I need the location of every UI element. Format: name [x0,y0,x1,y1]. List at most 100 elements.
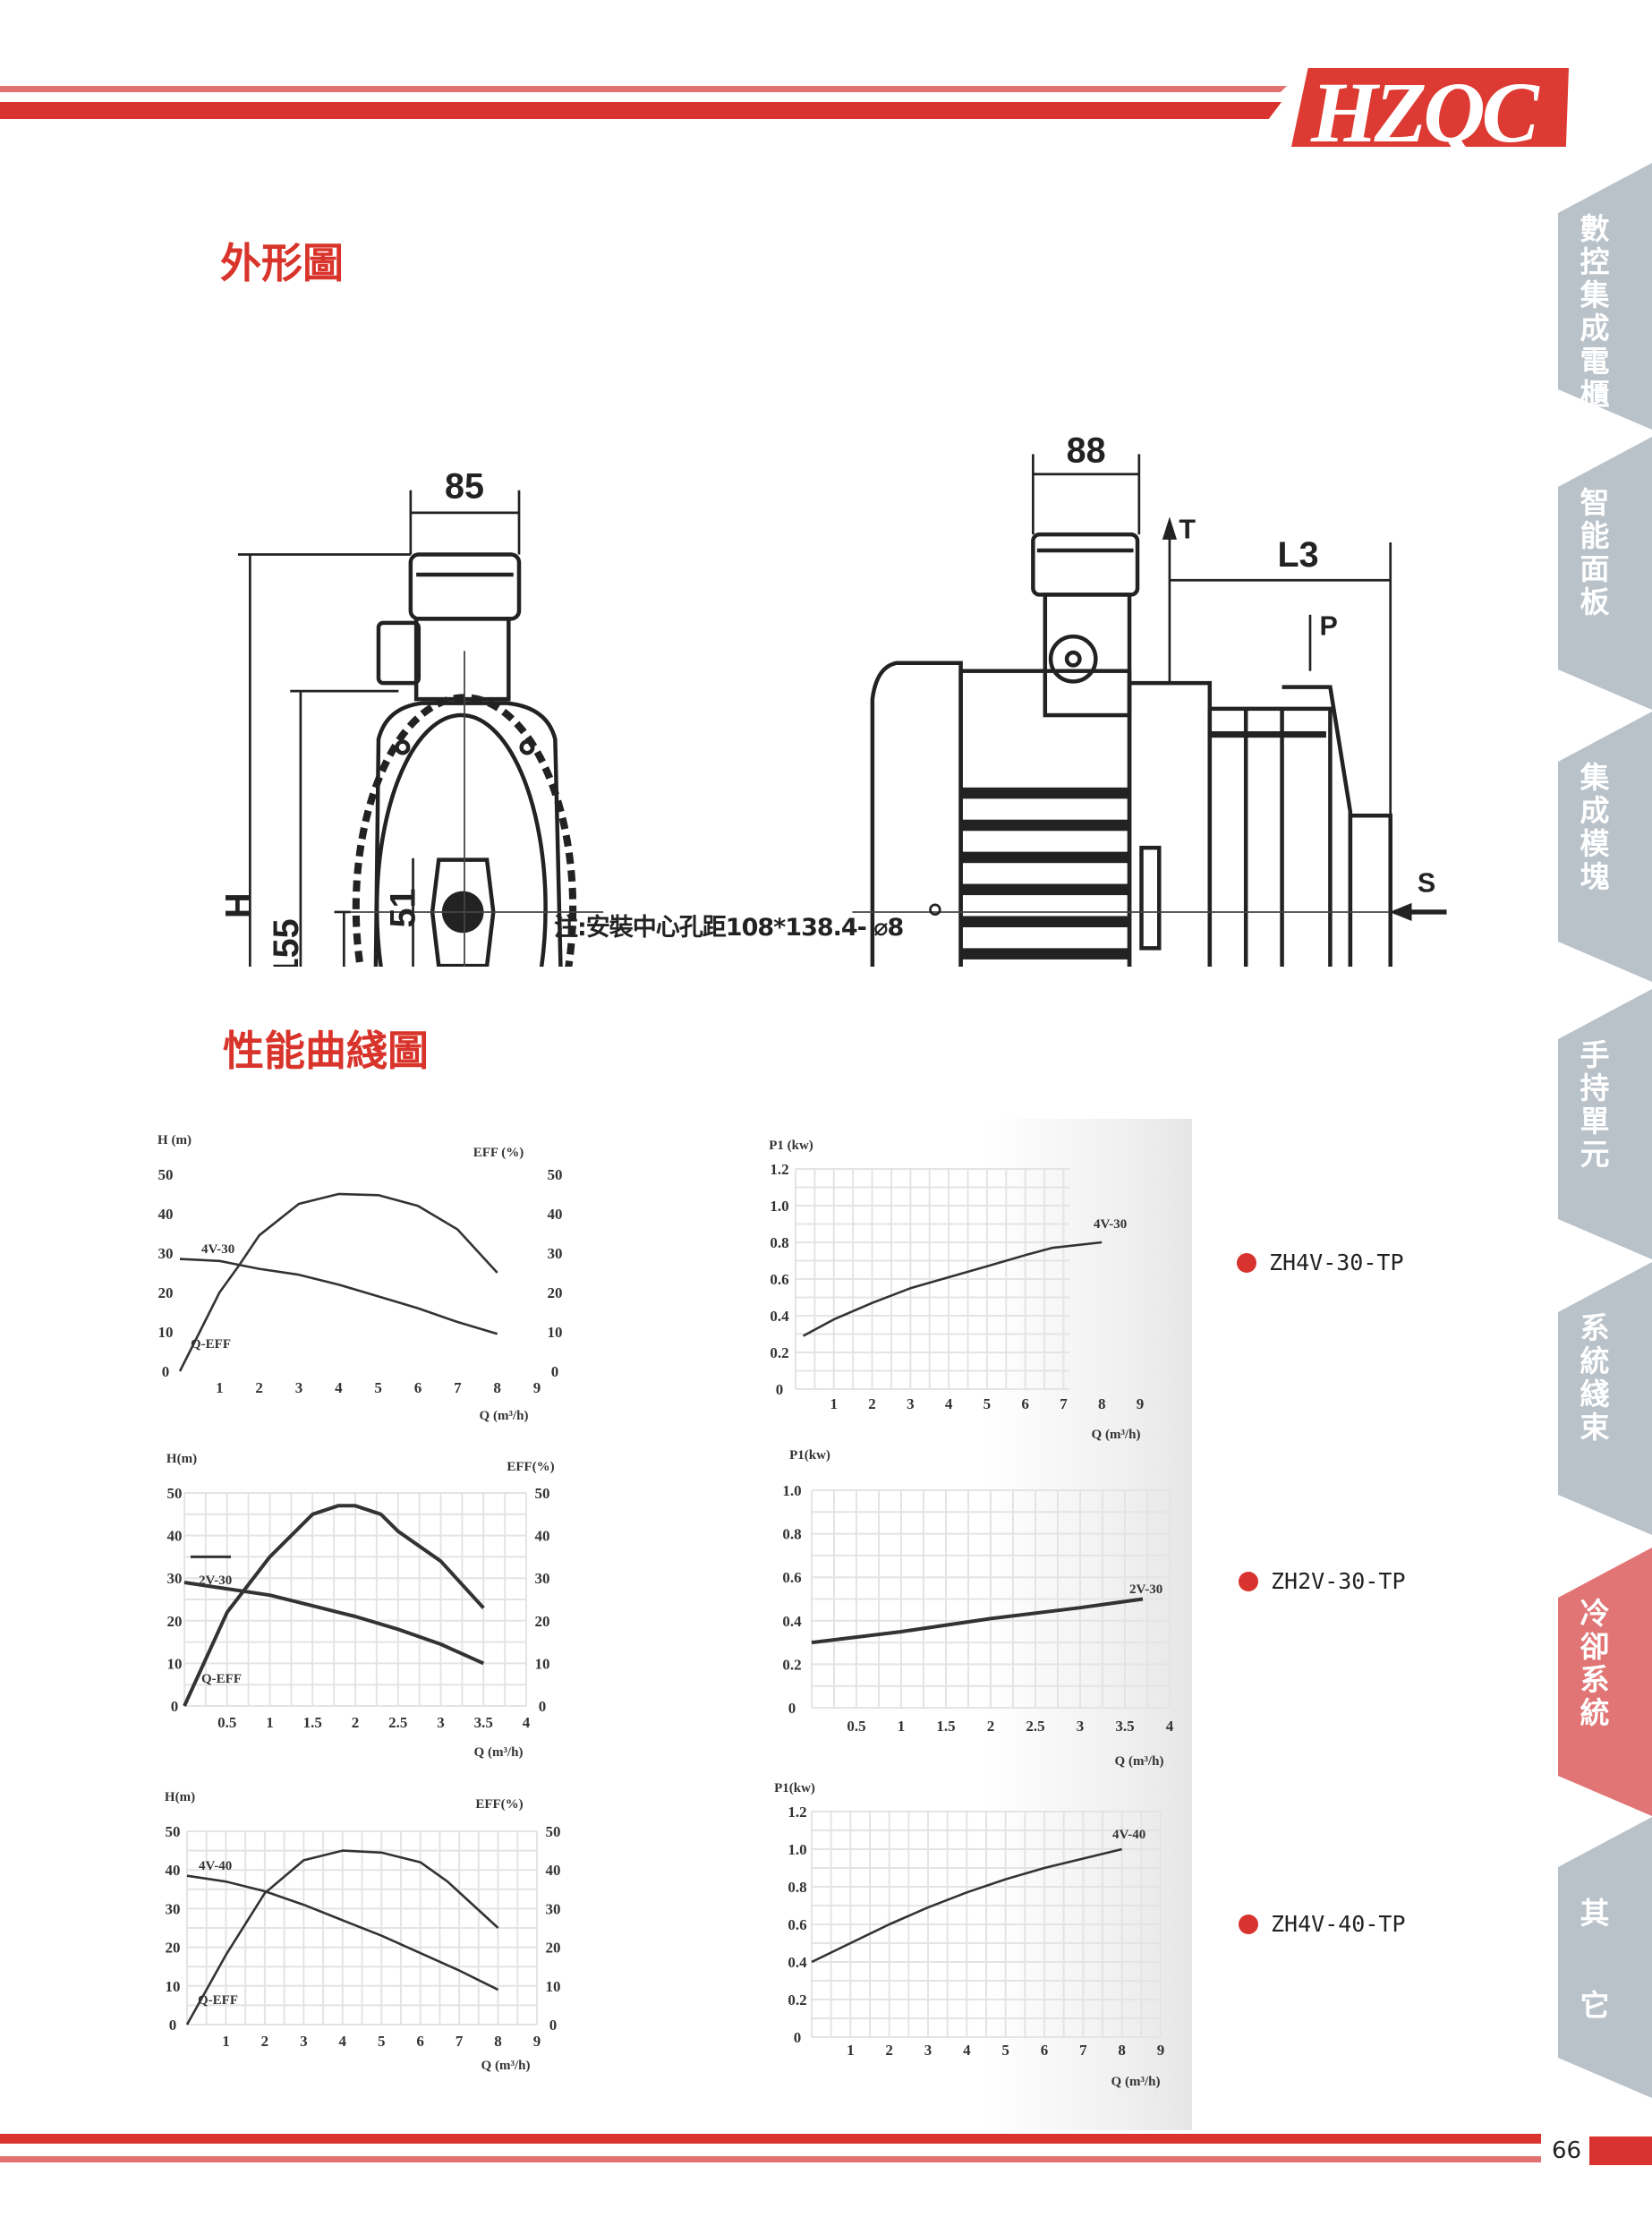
x-tick-label: 3.5 [474,1714,493,1731]
dim-85: 85 [445,467,484,507]
x-tick-label: 4 [335,1379,343,1396]
y2-tick-label: 10 [546,1978,561,1995]
x-tick-label: 1.5 [303,1714,322,1731]
x-tick-label: 8 [1118,2042,1126,2059]
shaft-center-mark [929,903,941,917]
y-tick-label: 0 [794,2029,802,2046]
x-tick-label: 1 [830,1395,839,1412]
x-axis-title: Q (m³/h) [480,1409,529,1423]
front-center-lines [334,651,604,967]
x-tick-label: 4 [963,2042,971,2059]
red-dot-icon [1239,1571,1258,1591]
y-tick-label: 50 [158,1166,174,1183]
x-tick-label: 9 [533,1379,541,1396]
y2-tick-label: 50 [535,1485,550,1502]
y2-tick-label: 0 [539,1698,547,1715]
y-tick-label: 0.6 [788,1916,806,1933]
x-axis-title: Q (m³/h) [481,2059,531,2073]
side-dimension-lines [1032,454,1447,967]
side-tab-smart-panel[interactable]: 智能面板 [1558,437,1652,710]
series-label: 4V-40 [1112,1828,1145,1842]
x-tick-label: 4 [1166,1718,1174,1735]
x-tick-label: 6 [1041,2042,1049,2059]
x-tick-label: 2.5 [388,1714,407,1731]
x-axis-title: Q (m³/h) [1111,2075,1161,2089]
y-axis-title: P1(kw) [774,1781,815,1795]
x-tick-label: 4 [339,2033,347,2050]
series-label: 4V-40 [199,1859,232,1873]
x-tick-label: 7 [456,2033,464,2050]
x-tick-label: 5 [1001,2042,1009,2059]
x-tick-label: 0.5 [217,1714,236,1731]
x-tick-label: 4 [945,1395,953,1412]
y-tick-label: 0 [162,1363,170,1380]
y2-tick-label: 30 [546,1900,561,1917]
dim-155: 155 [267,918,306,967]
y2-axis-title: EFF(%) [475,1797,523,1812]
x-axis-title: Q (m³/h) [474,1745,524,1760]
x-tick-label: 3 [1077,1718,1085,1735]
dim-88: 88 [1067,431,1106,470]
series-line-eff [178,1192,498,1372]
x-tick-label: 8 [493,1379,501,1396]
y2-tick-label: 40 [548,1206,563,1223]
y-tick-label: 1.2 [770,1161,788,1178]
x-tick-label: 3 [907,1395,915,1412]
side-tab-label: 其它 [1575,1898,1610,2082]
y-tick-label: 30 [167,1570,183,1587]
series-line-p1 [811,1597,1144,1645]
series-line-p1 [802,1241,1103,1337]
side-tab-handheld-unit[interactable]: 手持單元 [1558,989,1652,1259]
side-tab-label: 冷卻系統 [1575,1598,1610,1730]
pump-outline-drawing: 85 H 155 90 51 108 135 145 [218,431,1447,967]
y-tick-label: 0.2 [770,1344,788,1361]
x-tick-label: 1 [266,1714,274,1731]
x-tick-label: 7 [1060,1395,1068,1412]
x-tick-label: 2 [261,2033,269,2050]
series-label: 2V-30 [199,1574,232,1588]
header-thick-line [0,102,1282,119]
x-tick-label: 3 [300,2033,308,2050]
side-tab-integrated-module[interactable]: 集成模塊 [1558,712,1652,982]
y2-tick-label: 0 [549,2017,558,2034]
legend-label: ZH4V-30-TP [1269,1249,1404,1275]
side-tab-cnc-cabinet[interactable]: 數控集成電櫃 [1558,163,1652,430]
x-tick-label: 1 [898,1718,906,1735]
y-tick-label: 1.0 [788,1841,806,1858]
y2-tick-label: 40 [546,1862,561,1879]
y-tick-label: 20 [166,1940,181,1957]
y-tick-label: 40 [166,1862,181,1879]
y2-tick-label: 50 [546,1823,561,1840]
page-number: 66 [1552,2137,1582,2164]
side-tab-label: 數控集成電櫃 [1575,213,1610,412]
side-view-fins [960,730,1326,959]
x-tick-label: 2 [352,1714,360,1731]
x-tick-label: 8 [1098,1395,1106,1412]
x-tick-label: 2.5 [1026,1718,1044,1735]
y-axis-title: H(m) [166,1452,197,1466]
y-tick-label: 30 [158,1245,174,1262]
y2-tick-label: 10 [535,1655,550,1672]
side-tab-cooling-system[interactable]: 冷卻系統 [1558,1548,1652,1816]
x-tick-label: 3 [437,1714,445,1731]
x-tick-label: 2 [255,1379,263,1396]
x-tick-label: 2 [987,1718,995,1735]
y-tick-label: 0.8 [770,1234,788,1251]
y2-axis-title: EFF(%) [507,1460,554,1474]
y-tick-label: 20 [167,1613,183,1630]
y-tick-label: 50 [167,1485,183,1502]
y2-tick-label: 10 [548,1324,563,1341]
y2-tick-label: 0 [551,1363,559,1380]
x-tick-label: 6 [414,1379,422,1396]
x-tick-label: 9 [533,2033,541,2050]
y-tick-label: 0 [171,1698,179,1715]
side-tab-other[interactable]: 其它 [1558,1817,1652,2098]
legend-item: ZH4V-30-TP [1237,1249,1404,1275]
x-tick-label: 2 [885,2042,893,2059]
x-tick-label: 3.5 [1115,1718,1134,1735]
side-tab-wiring-harness[interactable]: 系統綫束 [1558,1262,1652,1535]
series-label: 2V-30 [1129,1582,1162,1597]
x-tick-label: 3 [924,2042,932,2059]
y-axis-title: P1 (kw) [769,1139,813,1153]
series-label: Q-EFF [201,1672,242,1686]
